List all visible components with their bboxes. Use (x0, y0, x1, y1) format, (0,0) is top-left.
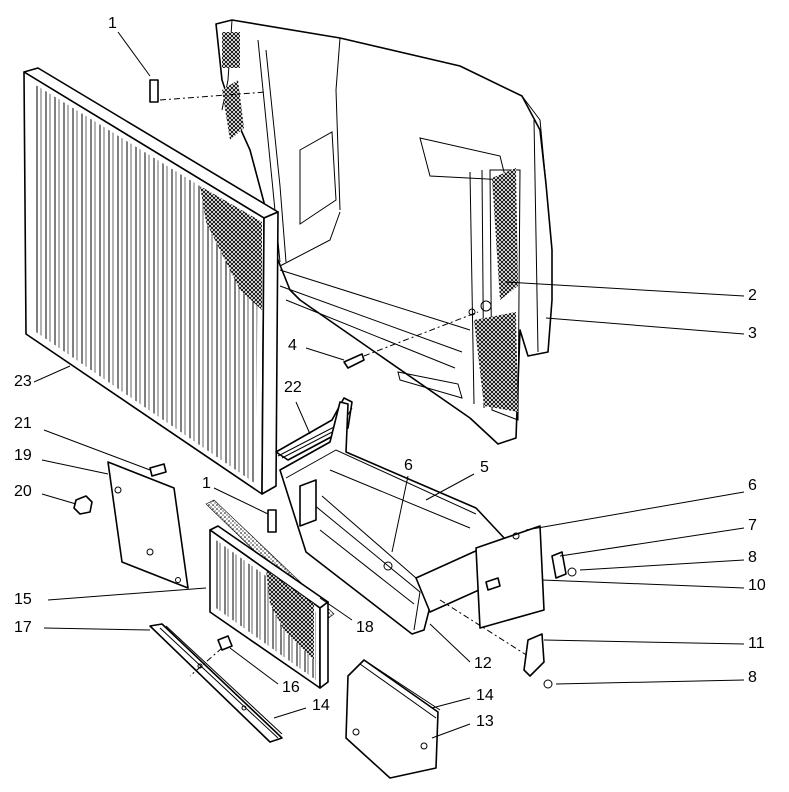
bracket-7 (551, 551, 577, 579)
cover-plate-19 (107, 461, 189, 589)
callout-20: 20 (14, 483, 32, 500)
bolt-21 (149, 463, 167, 477)
callout-11: 11 (748, 635, 765, 652)
callout-21: 21 (14, 415, 32, 432)
front-screen-23 (23, 67, 279, 495)
callout-14-right: 14 (476, 687, 494, 704)
callout-10: 10 (748, 577, 766, 594)
callout-8-lower: 8 (748, 669, 757, 686)
side-plate-10 (439, 525, 545, 657)
callout-23: 23 (14, 373, 32, 390)
callout-2: 2 (748, 287, 757, 304)
callout-22: 22 (284, 379, 302, 396)
bracket-11 (523, 633, 553, 689)
screw-16 (189, 635, 233, 677)
nut-20 (73, 495, 93, 515)
clip-1-top (149, 79, 267, 103)
callout-19: 19 (14, 447, 32, 464)
callout-6-upper: 6 (404, 457, 413, 474)
callout-5: 5 (480, 459, 489, 476)
small-screen-15 (209, 525, 329, 689)
callout-8-upper: 8 (748, 549, 757, 566)
callout-18: 18 (356, 619, 374, 636)
callout-4: 4 (288, 337, 297, 354)
callout-7: 7 (748, 517, 757, 534)
leader-lines (33, 31, 745, 739)
callout-13: 13 (476, 713, 494, 730)
rail-17 (149, 623, 283, 743)
callout-12: 12 (474, 655, 492, 672)
callout-15: 15 (14, 591, 32, 608)
callout-14-left: 14 (312, 697, 330, 714)
callout-16: 16 (282, 679, 300, 696)
bolt-4 (343, 311, 479, 369)
callout-1-top: 1 (108, 15, 117, 32)
callout-17: 17 (14, 619, 32, 636)
callout-1-lower: 1 (202, 475, 211, 492)
end-plate-13 (345, 659, 441, 779)
clip-1-lower (267, 509, 277, 533)
callout-6-right: 6 (748, 477, 757, 494)
shroud-housing (215, 19, 553, 445)
callout-3: 3 (748, 325, 757, 342)
